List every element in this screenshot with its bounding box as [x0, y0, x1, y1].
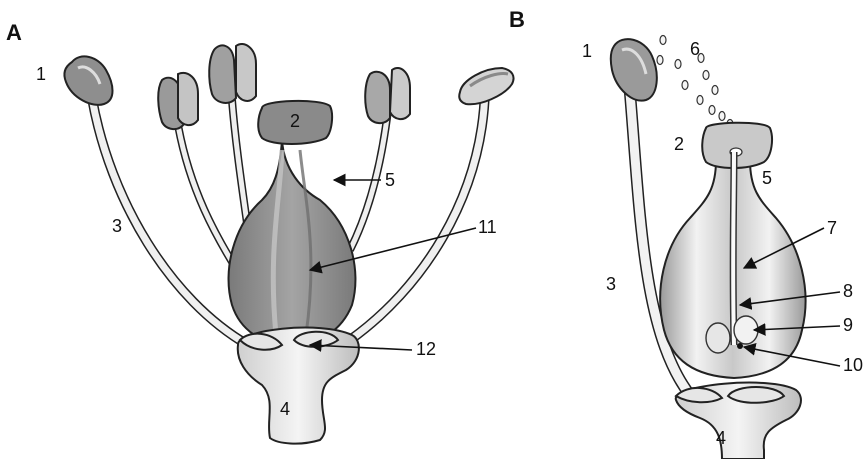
label-a-3: 3	[112, 216, 122, 236]
label-b-5: 5	[762, 168, 772, 188]
label-b-8: 8	[843, 281, 853, 301]
label-a-5: 5	[385, 170, 395, 190]
label-b-3: 3	[606, 274, 616, 294]
label-b-4: 4	[716, 428, 726, 448]
label-b-1: 1	[582, 41, 592, 61]
pistil-a	[229, 101, 356, 345]
receptacle-a	[238, 328, 359, 444]
pistil-section-b	[660, 123, 805, 378]
label-b-7: 7	[827, 218, 837, 238]
label-a-4: 4	[280, 399, 290, 419]
panel-b-letter: B	[509, 7, 525, 32]
label-a-2: 2	[290, 111, 300, 131]
label-a-1: 1	[36, 64, 46, 84]
label-a-11: 11	[478, 217, 497, 237]
label-b-6: 6	[690, 39, 700, 59]
label-b-9: 9	[843, 315, 853, 335]
receptacle-b	[676, 383, 801, 459]
panel-a-letter: A	[6, 20, 22, 45]
label-a-12: 12	[416, 339, 436, 359]
label-b-10: 10	[843, 355, 863, 375]
label-b-2: 2	[674, 134, 684, 154]
